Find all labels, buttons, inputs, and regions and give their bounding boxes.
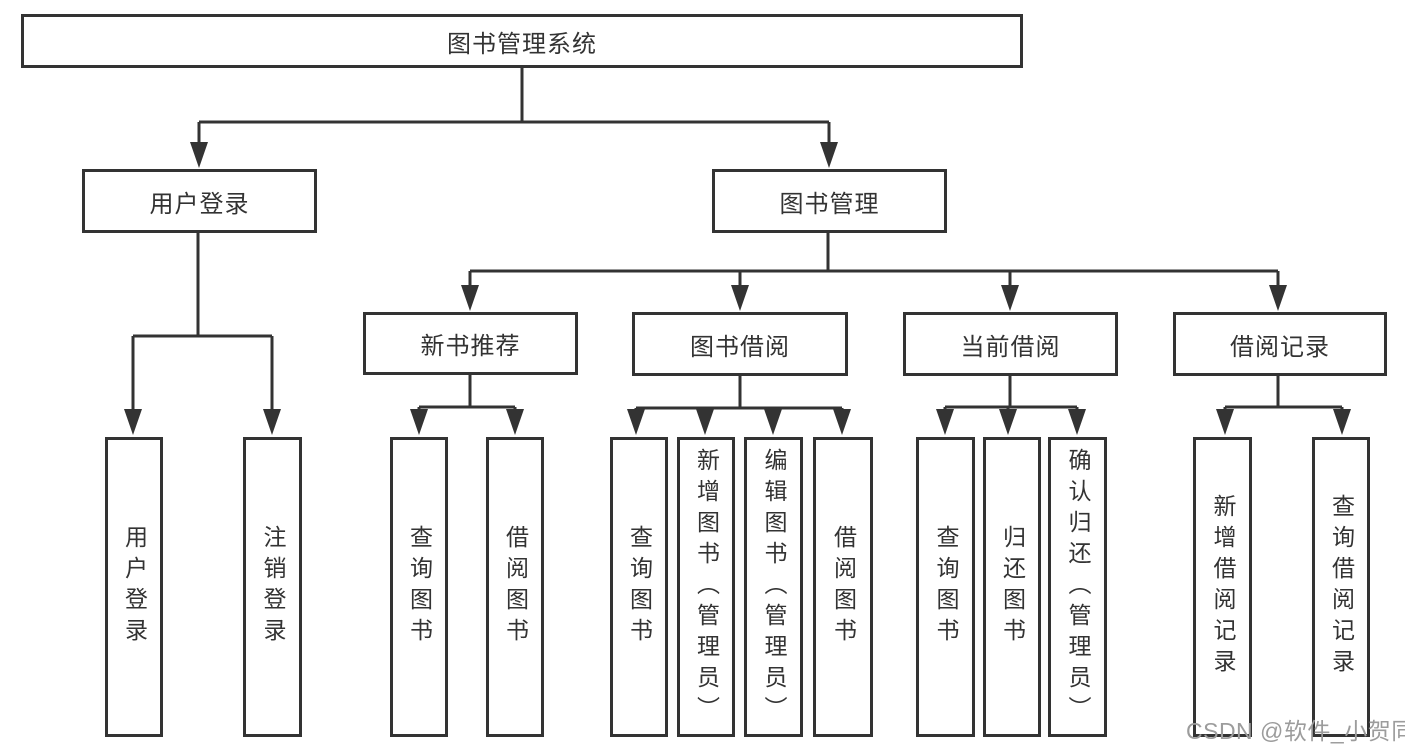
leaf-logout-label: 注销登录 [260,525,286,649]
leaf-add-borrow-record-label: 新增借阅记录 [1210,494,1236,680]
node-book-borrowing: 图书借阅 [632,312,848,376]
leaf-return-books: 归还图书 [983,437,1041,737]
leaf-query-borrow-record: 查询借阅记录 [1312,437,1370,737]
csdn-watermark: CSDN @软件_小贺同学 [1186,718,1405,744]
node-new-book-recommendation-label: 新书推荐 [420,333,521,360]
node-borrowing-records: 借阅记录 [1173,312,1387,376]
leaf-borrow-books-2-label: 借阅图书 [830,525,857,649]
node-current-borrowing: 当前借阅 [903,312,1118,376]
leaf-query-books-3: 查询图书 [916,437,975,737]
node-root-label: 图书管理系统 [447,30,597,58]
leaf-edit-books-admin: 编辑图书（管理员） [744,437,803,737]
leaf-borrow-books-1-label: 借阅图书 [502,525,529,649]
leaf-add-borrow-record: 新增借阅记录 [1193,437,1252,737]
leaf-query-books-3-label: 查询图书 [933,525,959,649]
leaf-edit-books-admin-label: 编辑图书（管理员） [761,447,787,727]
leaf-confirm-return-admin-label: 确认归还（管理员） [1065,447,1091,727]
node-book-management-label: 图书管理 [779,190,880,218]
node-user-login-label: 用户登录 [149,190,250,218]
leaf-query-books-1: 查询图书 [390,437,448,737]
node-borrowing-records-label: 借阅记录 [1230,333,1330,361]
leaf-query-books-2-label: 查询图书 [626,525,653,649]
node-user-login: 用户登录 [82,169,317,233]
leaf-logout: 注销登录 [243,437,302,737]
leaf-add-books-admin: 新增图书（管理员） [677,437,735,737]
leaf-query-borrow-record-label: 查询借阅记录 [1328,494,1355,680]
node-book-borrowing-label: 图书借阅 [690,333,790,361]
leaf-user-login: 用户登录 [105,437,163,737]
leaf-borrow-books-1: 借阅图书 [486,437,544,737]
leaf-user-login-label: 用户登录 [121,525,148,649]
node-new-book-recommendation: 新书推荐 [363,312,578,375]
leaf-add-books-admin-label: 新增图书（管理员） [693,447,720,727]
node-book-management: 图书管理 [712,169,947,233]
node-root-library-system: 图书管理系统 [21,14,1023,68]
leaf-confirm-return-admin: 确认归还（管理员） [1048,437,1107,737]
leaf-return-books-label: 归还图书 [999,525,1026,649]
leaf-borrow-books-2: 借阅图书 [813,437,873,737]
leaf-query-books-1-label: 查询图书 [406,525,433,649]
leaf-query-books-2: 查询图书 [610,437,668,737]
node-current-borrowing-label: 当前借阅 [960,333,1061,361]
